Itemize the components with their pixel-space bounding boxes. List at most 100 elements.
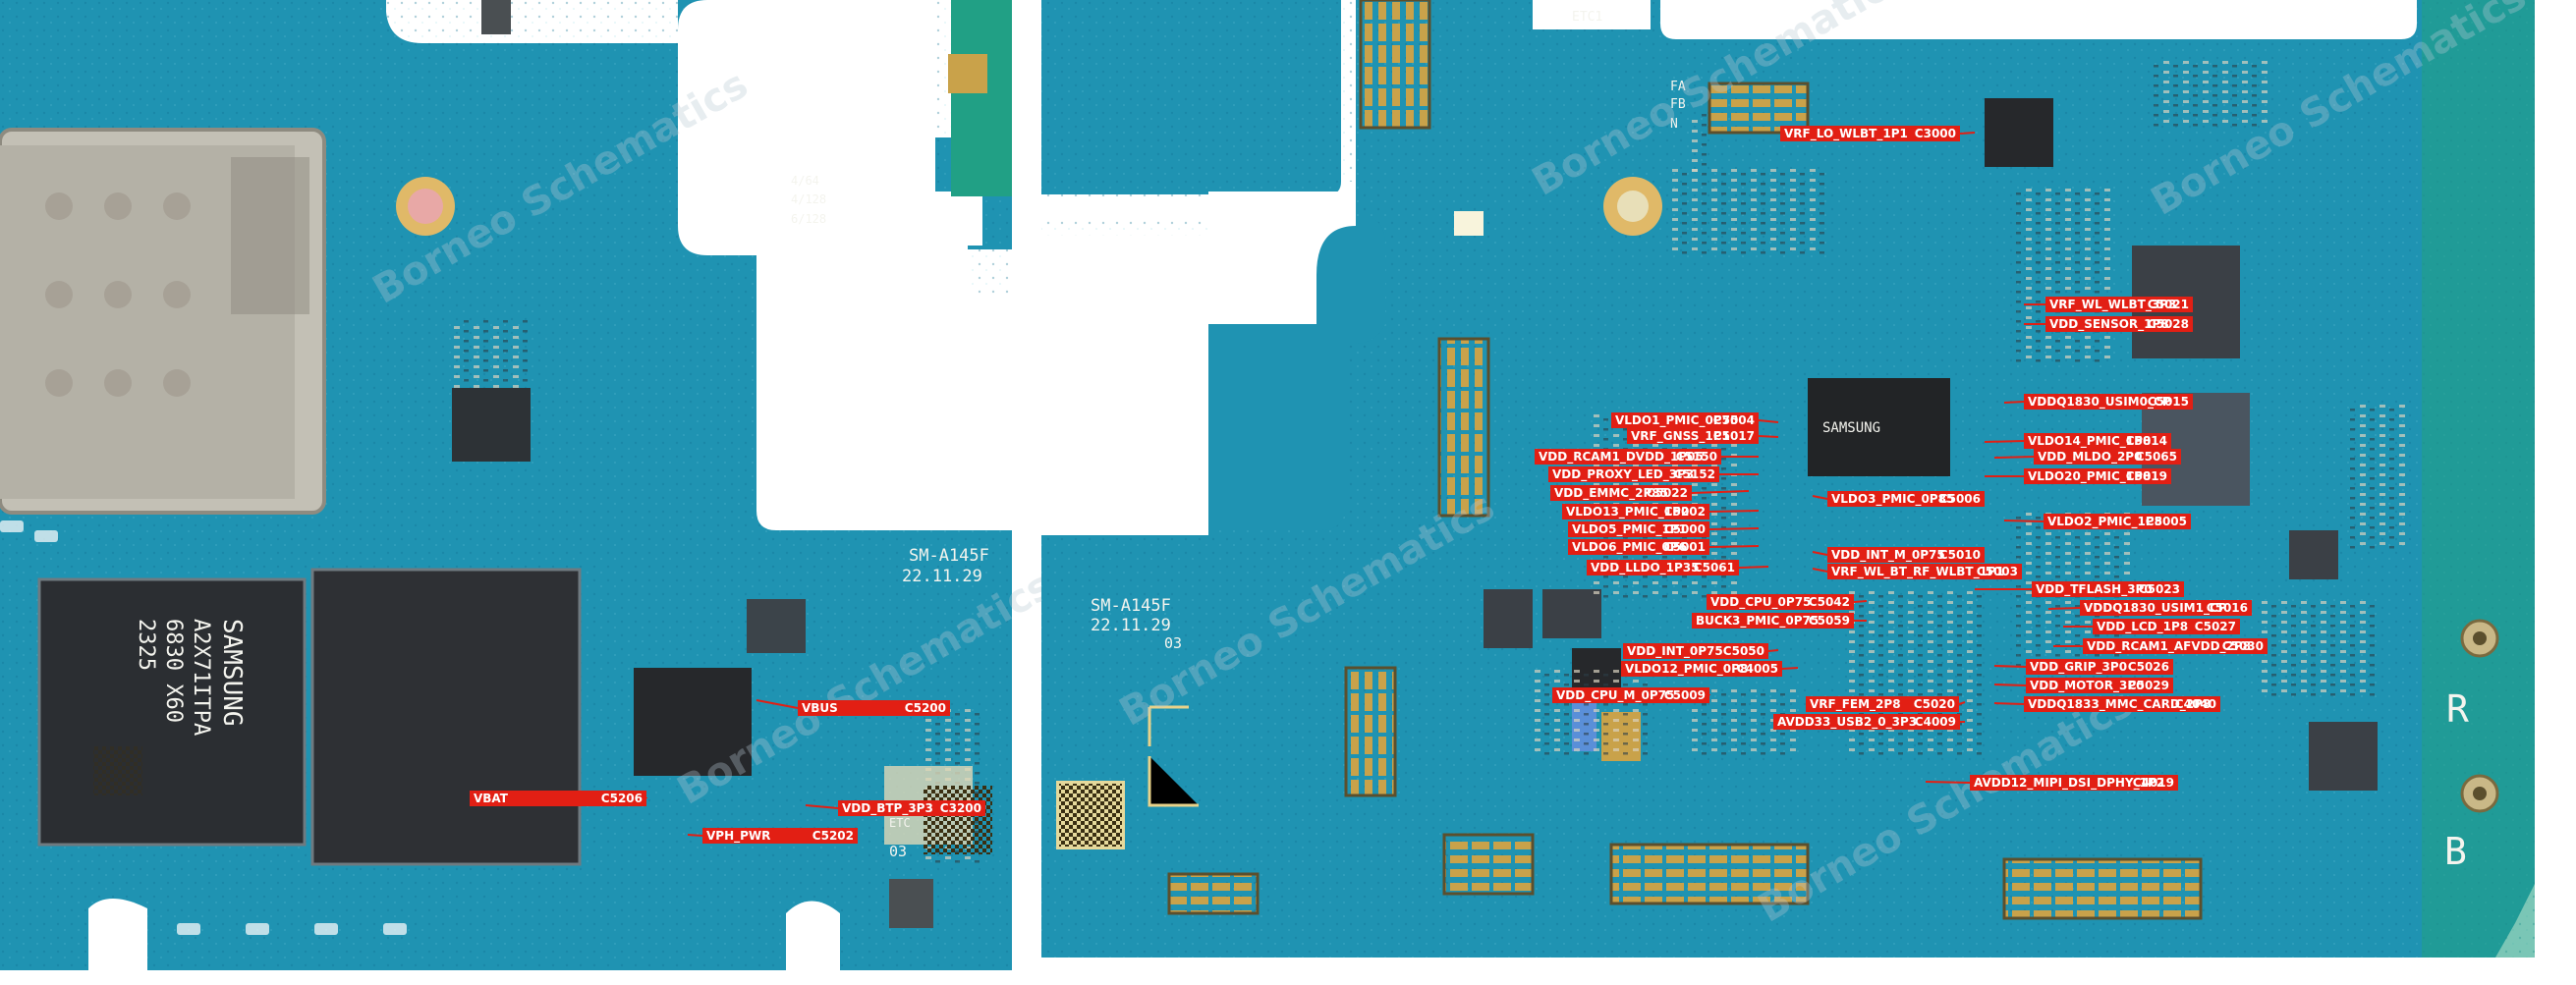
net-label-bg bbox=[1611, 412, 1759, 428]
net-label-bg bbox=[1773, 714, 1960, 730]
net-label-leader bbox=[1738, 566, 1769, 569]
net-label-leader bbox=[687, 834, 703, 837]
chip-brand: SAMSUNG bbox=[217, 619, 247, 727]
capacitor-ref: C5152 bbox=[1674, 467, 1715, 481]
net-name: VDD_GRIP_3P0 bbox=[2030, 660, 2127, 675]
capacitor-ref: C5016 bbox=[2207, 601, 2248, 615]
net-name: VRF_LO_WLBT_1P1 bbox=[1784, 127, 1908, 141]
net-label-bg bbox=[2024, 433, 2171, 449]
net-label-leader bbox=[1993, 456, 2035, 459]
net-label-leader bbox=[1925, 781, 1971, 784]
net-label-bg bbox=[2032, 581, 2184, 597]
net-name: VLDO3_PMIC_0P85 bbox=[1831, 492, 1954, 507]
right-rev: 03 bbox=[1164, 634, 1182, 652]
net-name: VLDO6_PMIC_0P6 bbox=[1572, 540, 1687, 555]
net-label-bg bbox=[1550, 485, 1692, 501]
net-name: VDD_CPU_0P75 bbox=[1710, 595, 1811, 610]
mark-fb: FB bbox=[1670, 97, 1686, 112]
net-label-bg bbox=[1568, 539, 1709, 555]
net-label-bg bbox=[2024, 394, 2193, 410]
capacitor-ref: C5015 bbox=[2148, 395, 2189, 409]
capacitor-ref: C5010 bbox=[1939, 548, 1981, 562]
net-label-leader bbox=[1958, 701, 1966, 705]
net-name: VDD_TFLASH_3P0 bbox=[2036, 582, 2153, 597]
mem-option-3: 6/128 bbox=[791, 212, 826, 226]
net-label-leader bbox=[2047, 607, 2081, 610]
net-label-bg bbox=[838, 800, 985, 816]
net-label-leader bbox=[1959, 132, 1976, 135]
left-date: 22.11.29 bbox=[902, 567, 982, 586]
net-label-leader bbox=[1853, 600, 1868, 603]
net-label-leader bbox=[1812, 495, 1828, 500]
side-mark-r: R bbox=[2446, 687, 2469, 731]
capacitor-ref: C5200 bbox=[905, 701, 946, 715]
net-name: VDD_LLDO_1P35 bbox=[1591, 561, 1700, 575]
capacitor-ref: C5017 bbox=[1713, 429, 1755, 443]
right-board: SM-A145F 22.11.29 03 ETC1 FA FB N R B SA… bbox=[1041, 0, 2535, 958]
mem-option-1: 4/64 bbox=[791, 174, 819, 188]
net-name: VDD_MLDO_2P0 bbox=[2038, 450, 2142, 465]
net-label-leader bbox=[756, 699, 799, 709]
net-name: VLDO2_PMIC_1P8 bbox=[2047, 515, 2162, 529]
net-label-leader bbox=[805, 804, 839, 809]
net-name: VRF_WL_WLBT_3P3 bbox=[2049, 298, 2176, 312]
net-label-leader bbox=[1993, 684, 2027, 686]
net-name: VRF_FEM_2P8 bbox=[1810, 697, 1901, 712]
net-name: VDD_INT_0P75 bbox=[1627, 644, 1723, 659]
net-label-leader bbox=[1708, 545, 1760, 548]
capacitor-ref: C5009 bbox=[1664, 688, 1706, 702]
net-name: VDD_INT_M_0P75 bbox=[1831, 548, 1945, 563]
net-label-leader bbox=[1812, 568, 1828, 573]
net-label-leader bbox=[1708, 510, 1760, 513]
net-label-bg bbox=[1535, 449, 1721, 465]
net-name: VLDO1_PMIC_0P75 bbox=[1615, 413, 1738, 428]
right-etc: ETC1 bbox=[1572, 10, 1602, 25]
net-label-leader bbox=[1812, 551, 1828, 556]
net-label-bg bbox=[1552, 687, 1709, 703]
capacitor-ref: C5001 bbox=[1664, 540, 1706, 554]
capacitor-ref: C5206 bbox=[601, 792, 643, 805]
net-label-bg bbox=[1562, 504, 1709, 520]
capacitor-ref: C5019 bbox=[2126, 469, 2167, 483]
left-board: SAMSUNG A2X71ITPA 6830 X60 2325 SM-A145F… bbox=[0, 0, 1060, 970]
capacitor-ref: C5003 bbox=[1977, 565, 2018, 578]
capacitor-ref: C5002 bbox=[1664, 505, 1706, 519]
net-name: VDD_EMMC_2P85 bbox=[1554, 486, 1668, 501]
net-name: VLDO14_PMIC_1P8 bbox=[2028, 434, 2151, 449]
net-label-bg bbox=[2024, 696, 2220, 712]
net-label-bg bbox=[1780, 126, 1960, 141]
net-name: VDD_LCD_1P8 bbox=[2097, 620, 2188, 634]
net-label-leader bbox=[1708, 527, 1760, 530]
net-name: VDD_RCAM1_AFVDD_2P8 bbox=[2087, 639, 2251, 654]
net-name: VDDQ1830_USIM0_CP bbox=[2028, 395, 2171, 410]
capacitor-ref: C5029 bbox=[2128, 679, 2169, 692]
net-name: VRF_WL_BT_RF_WLBT_1P1 bbox=[1831, 565, 2004, 579]
left-etc: ETC bbox=[889, 816, 911, 830]
right-model: SM-A145F bbox=[1091, 596, 1171, 616]
net-name: VLDO13_PMIC_1P2 bbox=[1566, 505, 1689, 520]
net-label-bg bbox=[1623, 643, 1768, 659]
capacitor-ref: C5050 bbox=[1723, 644, 1764, 658]
